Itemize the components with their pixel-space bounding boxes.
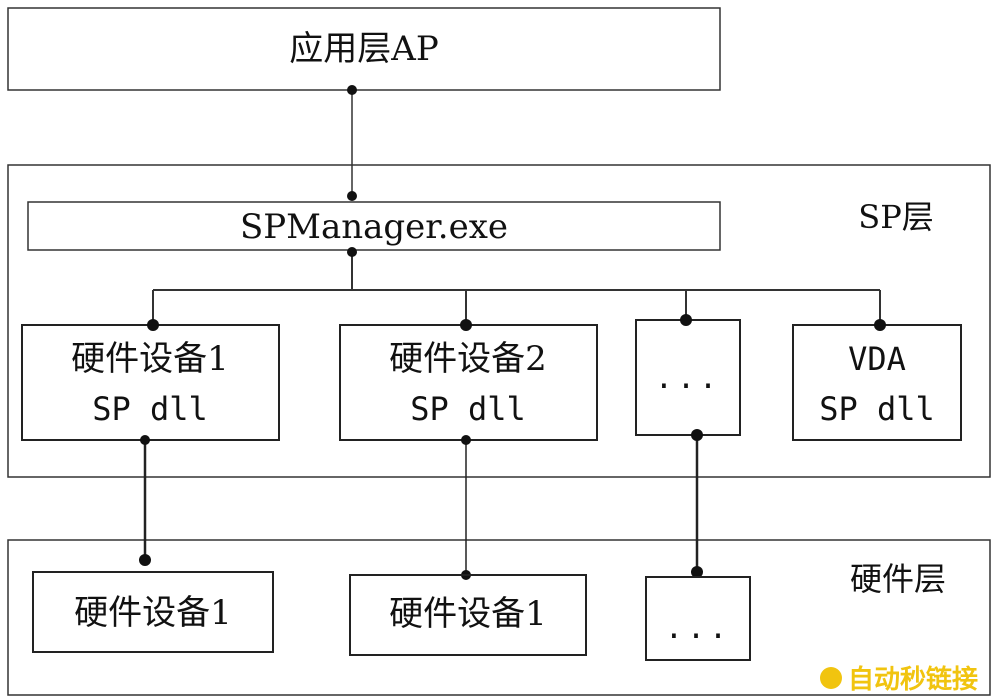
hw-device-box-2 (349, 574, 587, 656)
ap-layer-label: 应用层AP (289, 29, 438, 69)
ap-layer-box (7, 7, 721, 91)
hw-device-box-1 (32, 571, 274, 653)
connector-dot (347, 247, 357, 257)
connector-dot (140, 435, 150, 445)
hw-layer-label: 硬件层 (850, 560, 946, 598)
hw-device-box-3 (645, 576, 751, 661)
sp-layer-box (7, 164, 991, 478)
sp-module-3-line1: ... (655, 361, 721, 396)
connector-dot (680, 314, 692, 326)
sp-module-1-line1: 硬件设备1 (71, 339, 229, 379)
hw-device-1-label: 硬件设备1 (74, 593, 232, 633)
watermark-logo-icon (819, 666, 842, 689)
connector-dot (691, 566, 703, 578)
connector-dot (347, 191, 357, 201)
connector-dot (460, 319, 472, 331)
connector-dot (461, 435, 471, 445)
watermark: 自动秒链接 (819, 659, 978, 696)
sp-module-2-line1: 硬件设备2 (389, 339, 547, 379)
spmanager-box (27, 201, 721, 251)
connector-dot (874, 319, 886, 331)
connector-dot (139, 554, 151, 566)
connector-dot (147, 319, 159, 331)
sp-module-1-line2: SP dll (92, 390, 208, 428)
hw-device-3-label: ... (665, 611, 731, 646)
hw-device-2-label: 硬件设备1 (389, 594, 547, 634)
connector-dot (347, 85, 357, 95)
sp-layer-label: SP层 (858, 198, 933, 236)
watermark-text: 自动秒链接 (847, 665, 978, 695)
sp-module-2-line2: SP dll (410, 390, 526, 428)
spmanager-label: SPManager.exe (240, 207, 508, 247)
sp-module-4-line2: SP dll (819, 390, 935, 428)
connector-dot (691, 429, 703, 441)
hw-layer-box (7, 539, 991, 696)
sp-module-4-line1: VDA (848, 340, 906, 378)
